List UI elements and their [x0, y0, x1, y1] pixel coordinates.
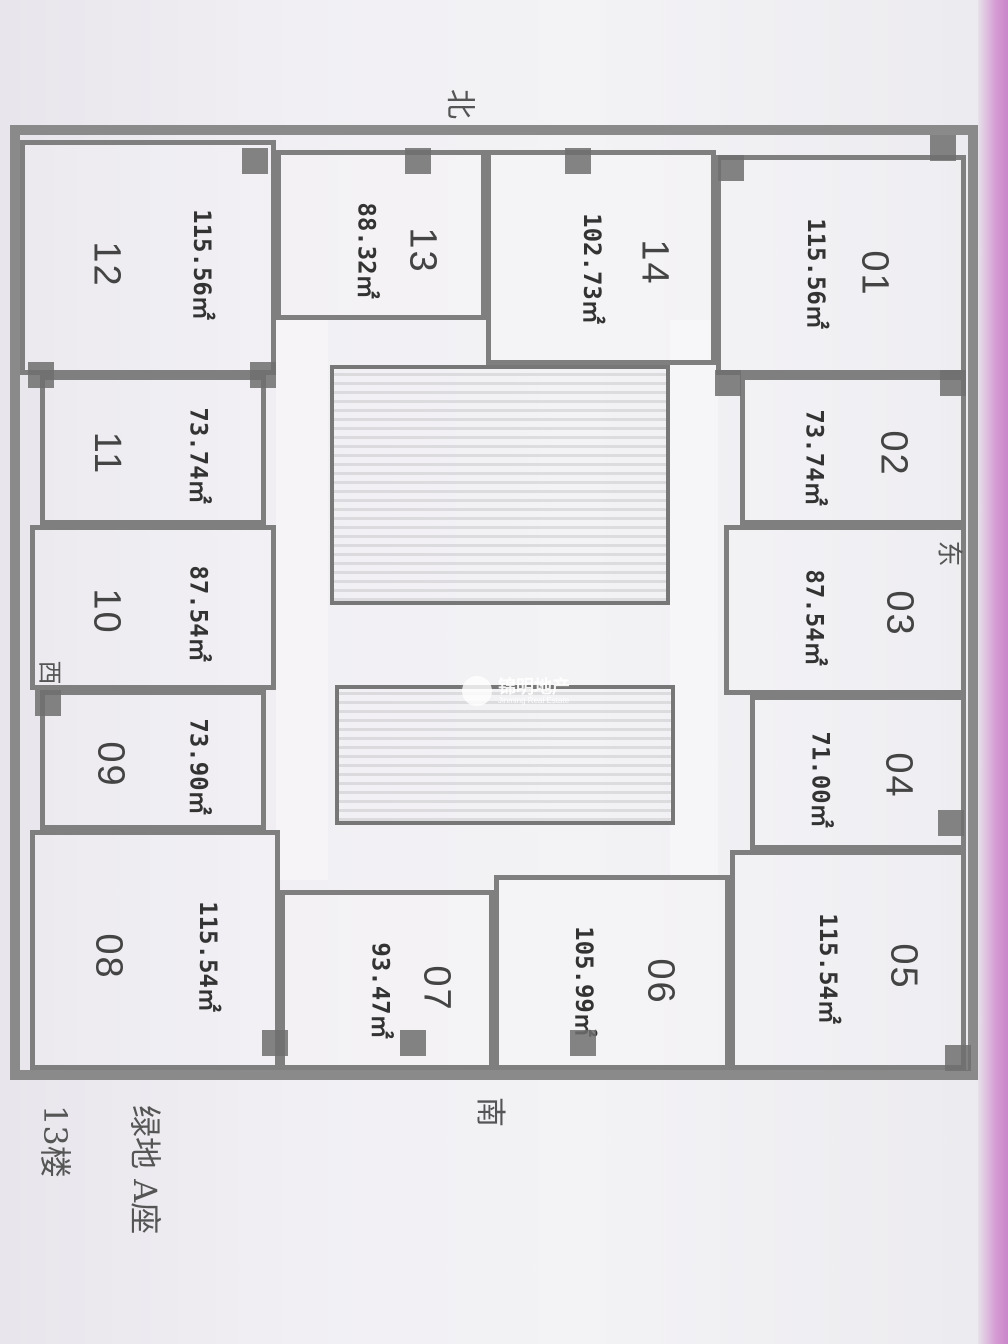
unit-area: 71.00㎡: [806, 731, 835, 828]
compass-south: 南: [472, 1097, 507, 1127]
column: [250, 362, 276, 388]
column: [940, 370, 966, 396]
unit-number: 14: [633, 239, 676, 286]
column: [405, 148, 431, 174]
unit-number: 09: [89, 741, 132, 788]
unit-area: 105.99㎡: [569, 926, 598, 1037]
unit-02: 02 73.74㎡: [740, 375, 966, 525]
unit-number: 07: [415, 965, 458, 1012]
unit-number: 08: [87, 933, 130, 980]
handwritten-note-floor: 13楼: [36, 1105, 74, 1178]
compass-north: 北: [442, 89, 477, 119]
unit-number: 11: [86, 431, 129, 476]
column: [570, 1030, 596, 1056]
unit-05: 05 115.54㎡: [730, 850, 966, 1070]
column: [28, 362, 54, 388]
unit-14: 14 102.73㎡: [486, 150, 716, 365]
column: [930, 135, 956, 161]
unit-08: 08 115.54㎡: [30, 830, 280, 1070]
unit-area: 115.56㎡: [801, 218, 830, 329]
watermark-subtext: Jinming Real Estate: [498, 695, 570, 705]
unit-number: 10: [85, 588, 128, 635]
unit-area: 87.54㎡: [184, 565, 213, 662]
watermark-text: 锦明地产: [498, 676, 570, 697]
core-upper: [330, 365, 670, 605]
unit-11: 11 73.74㎡: [40, 375, 266, 525]
unit-area: 88.32㎡: [352, 202, 381, 299]
unit-area: 93.47㎡: [366, 942, 395, 1039]
compass-east: 东: [933, 540, 964, 567]
unit-number: 01: [853, 250, 896, 297]
column: [400, 1030, 426, 1056]
corridor-right: [670, 320, 718, 880]
unit-04: 04 71.00㎡: [750, 695, 966, 850]
watermark: 锦明地产 Jinming Real Estate: [462, 676, 570, 706]
unit-number: 03: [878, 590, 921, 637]
column: [35, 690, 61, 716]
handwritten-note-building: 绿地 A座: [126, 1105, 164, 1235]
compass-west: 西: [35, 660, 64, 685]
column: [945, 1045, 971, 1071]
unit-12: 12 115.56㎡: [20, 140, 276, 375]
unit-number: 12: [85, 241, 128, 288]
unit-area: 102.73㎡: [577, 213, 606, 324]
background-surface: [978, 0, 1008, 1344]
unit-number: 02: [872, 430, 915, 477]
unit-area: 73.74㎡: [800, 409, 829, 506]
column: [938, 810, 964, 836]
corridor-left: [276, 320, 328, 880]
column: [715, 370, 741, 396]
unit-area: 87.54㎡: [800, 569, 829, 666]
unit-area: 115.54㎡: [813, 913, 842, 1024]
unit-09: 09 73.90㎡: [40, 690, 266, 830]
unit-number: 04: [877, 752, 920, 799]
unit-area: 73.90㎡: [184, 718, 213, 815]
unit-area: 115.54㎡: [193, 901, 222, 1012]
unit-10: 10 87.54㎡: [30, 525, 276, 690]
column: [262, 1030, 288, 1056]
column: [718, 155, 744, 181]
unit-13: 13 88.32㎡: [276, 150, 486, 320]
unit-area: 73.74㎡: [184, 407, 213, 504]
unit-number: 05: [882, 943, 925, 990]
floor-plan: [10, 125, 978, 1080]
unit-area: 115.56㎡: [187, 209, 216, 320]
unit-01: 01 115.56㎡: [716, 155, 966, 375]
unit-number: 06: [639, 958, 682, 1005]
unit-03: 03 87.54㎡: [724, 525, 966, 695]
unit-06: 06 105.99㎡: [494, 875, 730, 1070]
watermark-logo-icon: [462, 676, 492, 706]
column: [565, 148, 591, 174]
core-lower: [335, 685, 675, 825]
column: [242, 148, 268, 174]
unit-07: 07 93.47㎡: [280, 890, 494, 1070]
unit-number: 13: [401, 227, 444, 274]
